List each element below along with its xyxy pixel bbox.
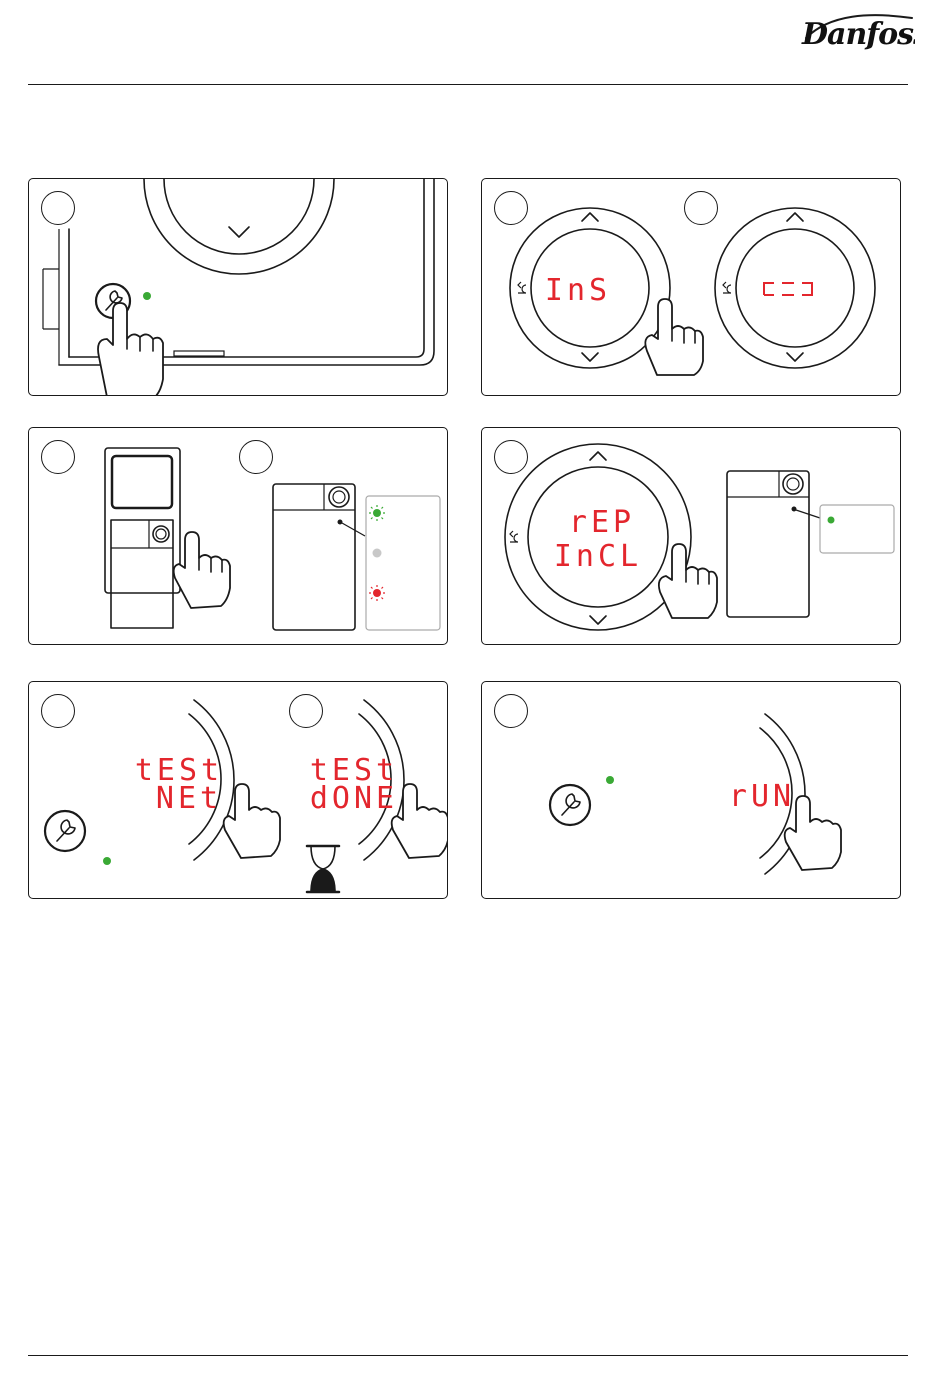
pointing-hand-icon — [392, 784, 448, 858]
back-arrow-icon — [510, 531, 518, 542]
chevron-up-icon — [787, 213, 803, 221]
pointing-hand-icon — [174, 532, 230, 608]
step-marker-1 — [41, 191, 75, 225]
display-dashes — [764, 283, 812, 295]
led-green — [828, 517, 835, 524]
step-marker-4 — [41, 440, 75, 474]
wrench-icon[interactable] — [45, 811, 85, 851]
pointing-hand-icon — [645, 299, 703, 375]
display-line-4: dONE — [310, 781, 398, 816]
panel-4: rEP InCL — [481, 427, 901, 645]
display-line-1: rEP — [569, 505, 635, 540]
back-arrow-icon — [518, 282, 526, 293]
led-green-flash — [369, 505, 385, 521]
step-marker-9 — [494, 694, 528, 728]
chevron-up-icon — [590, 452, 606, 460]
display-text: rUN — [729, 779, 795, 814]
panel-6: rUN — [481, 681, 901, 899]
step-marker-2 — [494, 191, 528, 225]
panel-5: tESt NEt tESt dONE — [28, 681, 448, 899]
svg-text:Danfoss: Danfoss — [801, 17, 915, 52]
step-marker-6 — [494, 440, 528, 474]
led-red-flash — [369, 585, 385, 601]
status-led-green — [606, 776, 614, 784]
wrench-icon[interactable] — [550, 785, 590, 825]
back-arrow-icon — [723, 282, 731, 293]
display-line-2: NEt — [156, 781, 222, 816]
panel-2: InS — [481, 178, 901, 396]
step-marker-3 — [684, 191, 718, 225]
led-off — [373, 549, 382, 558]
status-led-green — [103, 857, 111, 865]
footer-rule — [28, 1355, 908, 1356]
display-text: InS — [545, 273, 611, 308]
step-marker-8 — [289, 694, 323, 728]
chevron-down-icon — [582, 353, 598, 361]
panel-1 — [28, 178, 448, 396]
pointing-hand-icon — [659, 544, 717, 618]
hourglass-icon — [307, 846, 339, 892]
header-rule — [28, 84, 908, 85]
display-line-2: InCL — [554, 539, 642, 574]
status-led-green — [143, 292, 151, 300]
chevron-up-icon — [582, 213, 598, 221]
step-marker-7 — [41, 694, 75, 728]
chevron-down-icon — [787, 353, 803, 361]
step-marker-5 — [239, 440, 273, 474]
chevron-down-icon — [590, 616, 606, 624]
panel-3 — [28, 427, 448, 645]
danfoss-logo: Danfoss — [800, 8, 915, 52]
